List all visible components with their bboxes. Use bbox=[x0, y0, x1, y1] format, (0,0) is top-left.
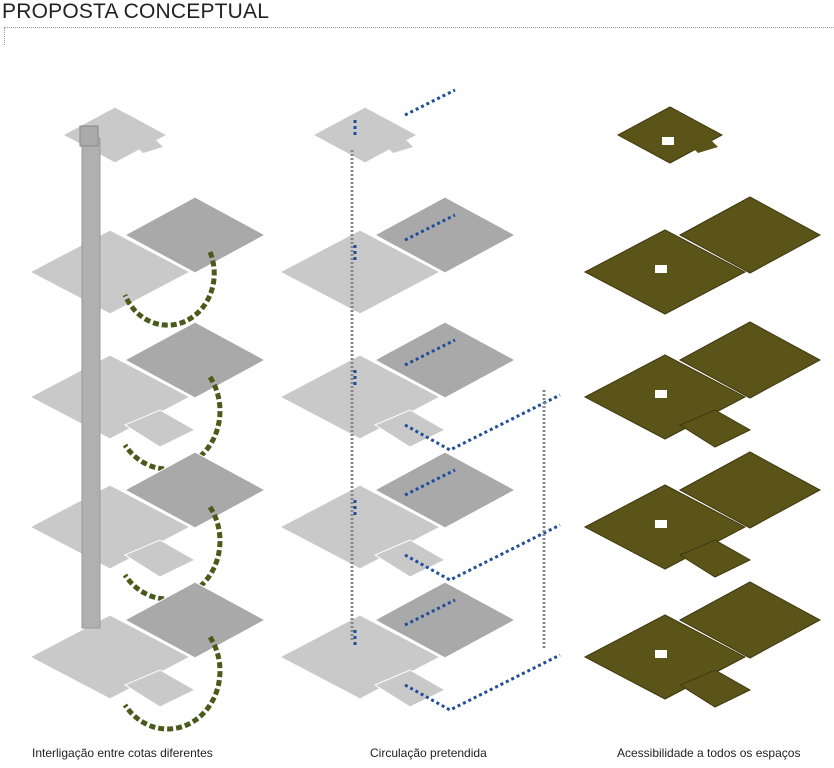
slab-upper bbox=[123, 451, 267, 529]
slab-opening bbox=[655, 390, 667, 398]
slab-top bbox=[616, 106, 724, 164]
slab-top bbox=[61, 106, 169, 164]
slab-ramp bbox=[123, 409, 197, 448]
circulation-path bbox=[353, 468, 456, 515]
circulation-path bbox=[404, 653, 561, 712]
ramp-link bbox=[122, 251, 217, 328]
slab-upper bbox=[373, 451, 517, 529]
conceptual-diagram bbox=[28, 88, 822, 732]
slab-main bbox=[278, 229, 442, 315]
slab-upper bbox=[123, 321, 267, 399]
slab-opening bbox=[662, 137, 674, 145]
slab-upper bbox=[373, 581, 517, 659]
elevator-core bbox=[81, 137, 101, 629]
slab-upper bbox=[373, 321, 517, 399]
slab-ramp bbox=[678, 669, 752, 708]
circulation-path bbox=[353, 213, 456, 260]
slab-ramp bbox=[678, 539, 752, 578]
slab-opening bbox=[655, 650, 667, 658]
slab-tab bbox=[690, 139, 718, 153]
caption-accessibility: Acessibilidade a todos os espaços bbox=[617, 746, 801, 760]
circulation-path bbox=[404, 523, 561, 582]
slab-top bbox=[311, 106, 419, 164]
slab-ramp bbox=[123, 669, 197, 708]
slab-upper bbox=[373, 196, 517, 274]
slab-upper bbox=[123, 581, 267, 659]
circulation-path bbox=[353, 88, 456, 135]
caption-interconnection: Interligação entre cotas diferentes bbox=[32, 746, 213, 760]
ramp-link bbox=[122, 375, 223, 472]
slab-ramp bbox=[123, 539, 197, 578]
ramp-link bbox=[122, 505, 223, 602]
slab-opening bbox=[655, 520, 667, 528]
slab-upper bbox=[678, 196, 822, 274]
slab-upper bbox=[123, 196, 267, 274]
slab-tab bbox=[135, 139, 163, 153]
slab-upper bbox=[678, 321, 822, 399]
title-divider bbox=[4, 27, 834, 28]
circulation-path bbox=[353, 598, 456, 645]
ramp-link bbox=[122, 635, 223, 732]
circulation-path bbox=[353, 338, 456, 385]
slab-tab bbox=[385, 139, 413, 153]
slab-upper bbox=[678, 451, 822, 529]
slab-ramp bbox=[678, 409, 752, 448]
page-title: PROPOSTA CONCEPTUAL bbox=[2, 0, 270, 23]
title-divider-vertical bbox=[4, 27, 5, 45]
caption-circulation: Circulação pretendida bbox=[370, 746, 487, 760]
slab-opening bbox=[655, 265, 667, 273]
slab-upper bbox=[678, 581, 822, 659]
elevator-top bbox=[79, 125, 99, 147]
circulation-path bbox=[404, 393, 561, 452]
